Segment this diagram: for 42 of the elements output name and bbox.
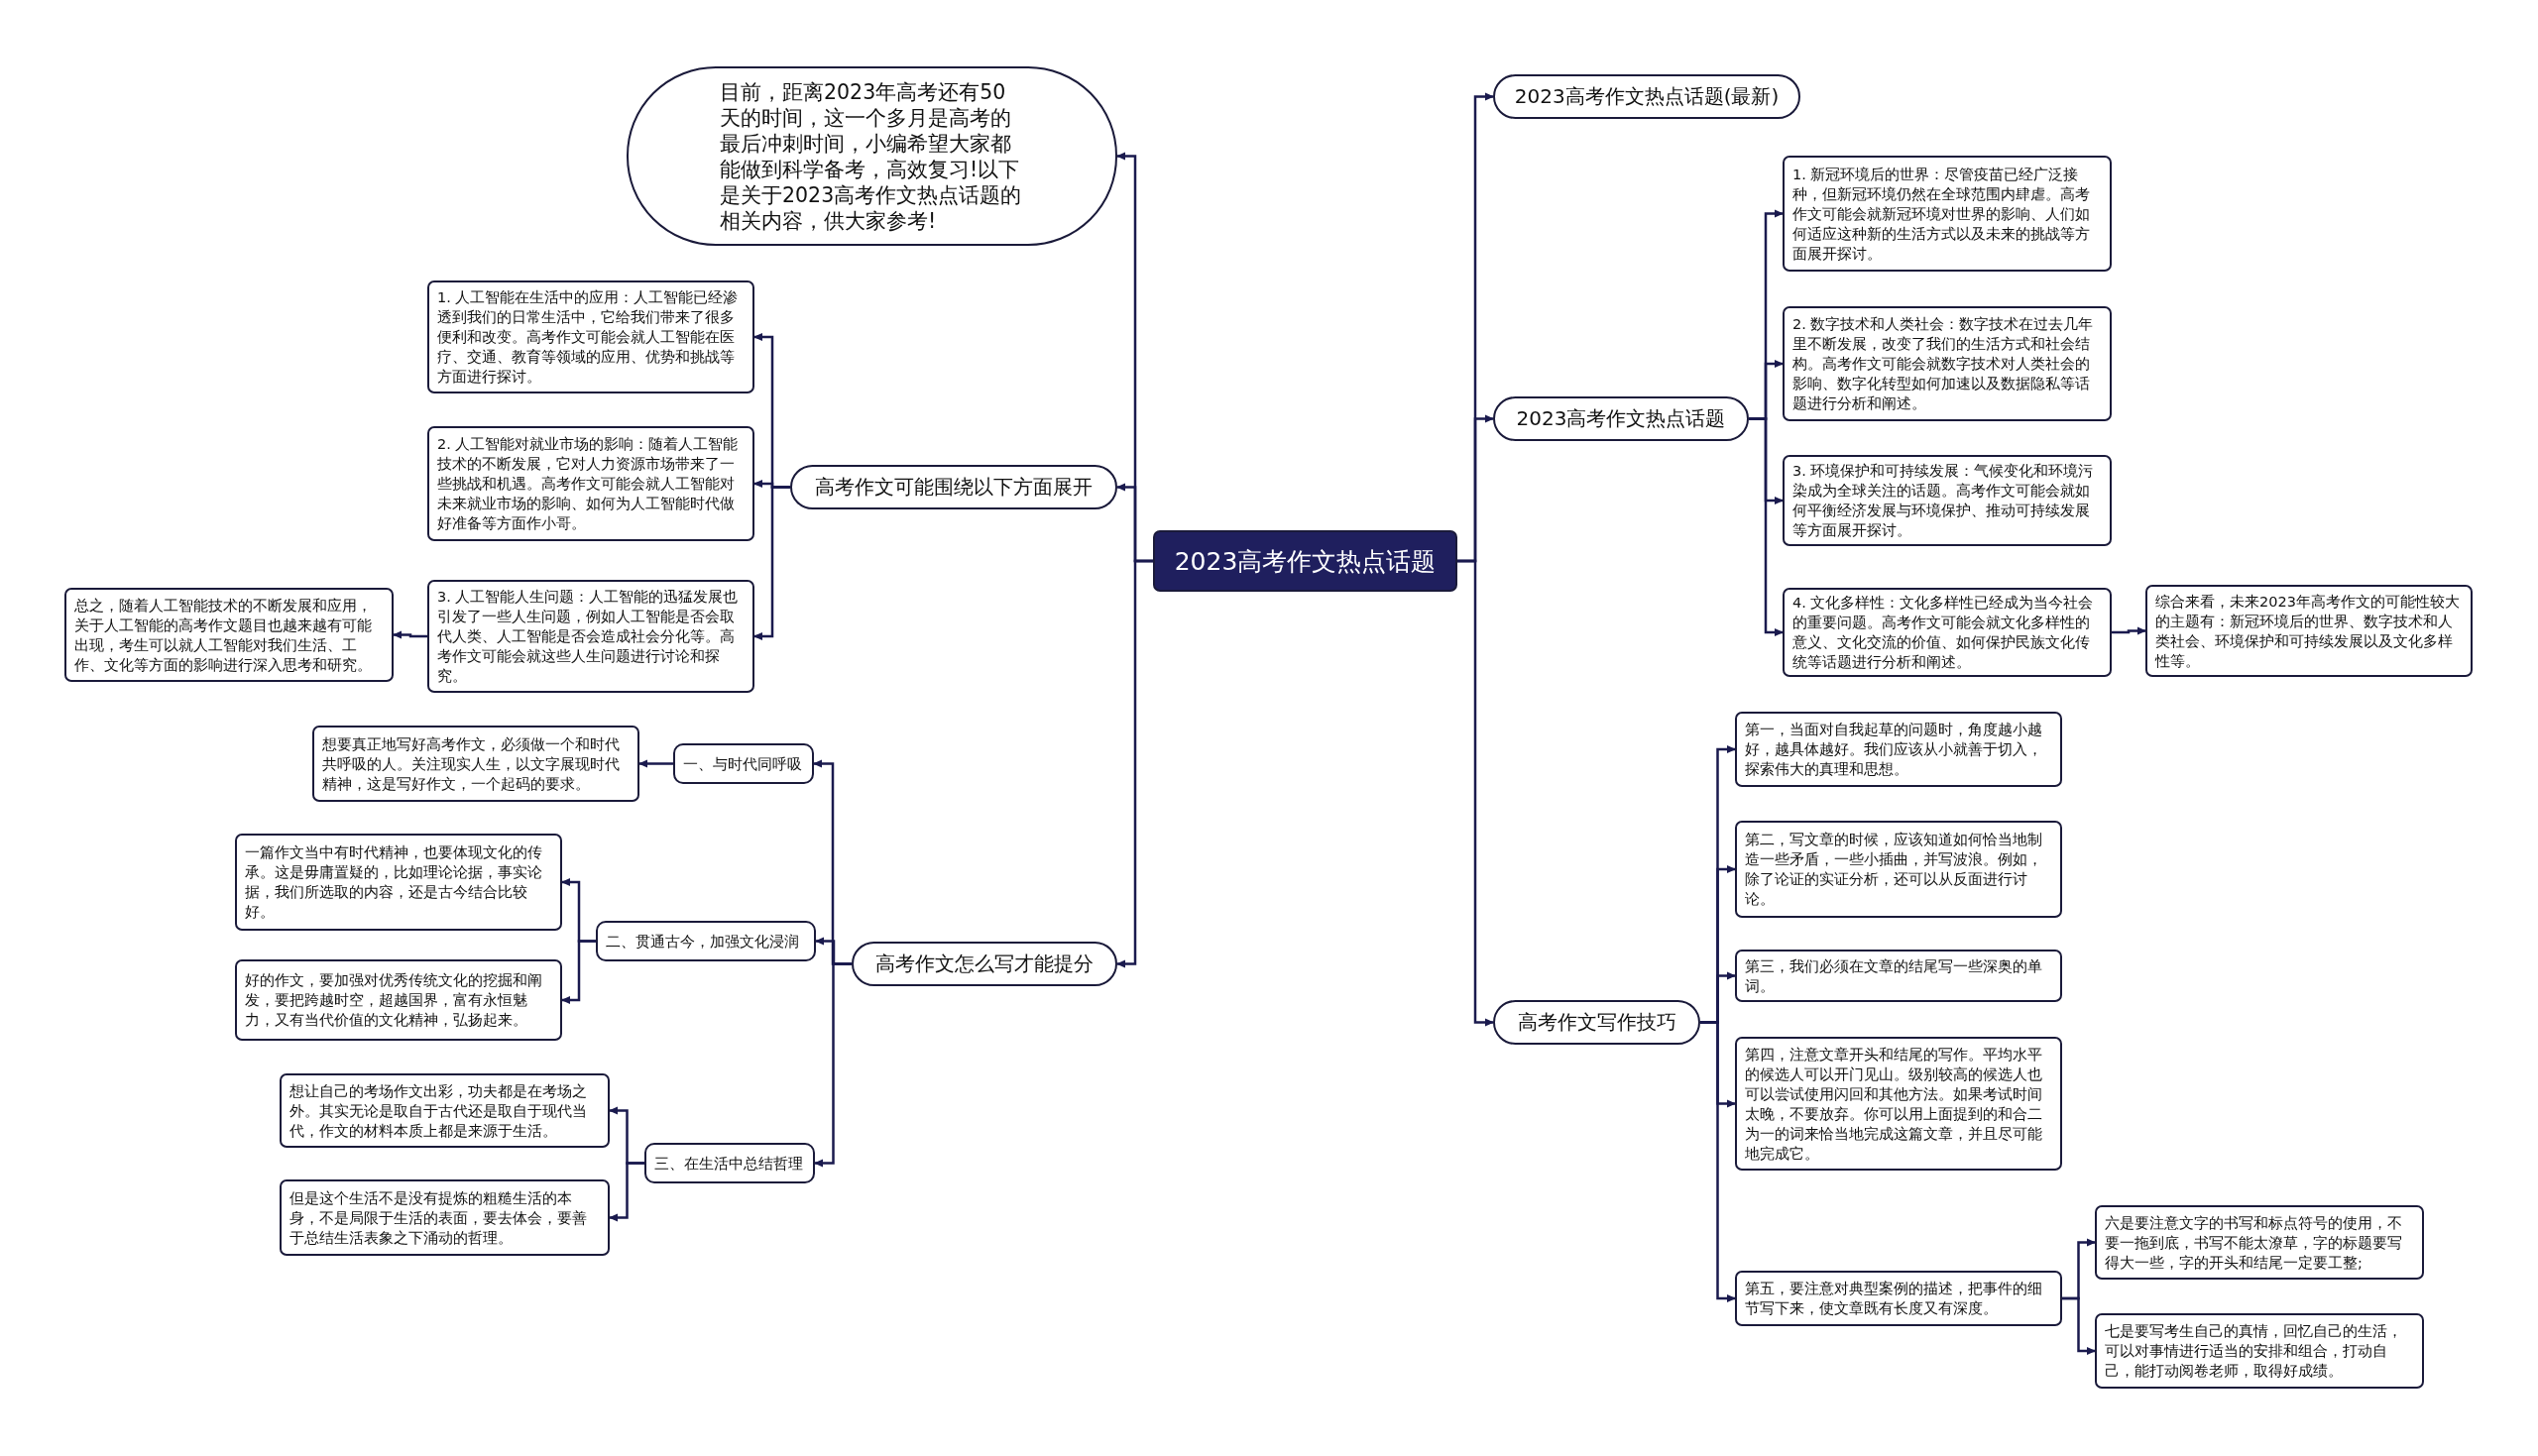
- text-box: 3. 人工智能人生问题：人工智能的迅猛发展也引发了一些人生问题，例如人工智能是否会取代人类、人工智能是否会造成社会分化等。高考作文可能会就这些人生问题进行讨论和探究。: [427, 580, 754, 693]
- text-box: 好的作文，要加强对优秀传统文化的挖掘和阐发，要把跨越时空，超越国界，富有永恒魅力，又有当代价值的文化精神，弘扬起来。: [235, 959, 562, 1041]
- branch-topic: 2023高考作文热点话题(最新): [1493, 74, 1800, 119]
- text-box: 综合来看，未来2023年高考作文的可能性较大的主题有：新冠环境后的世界、数字技术和人类社会、环境保护和可持续发展以及文化多样性等。: [2145, 585, 2473, 677]
- connector-arrow: [638, 759, 673, 768]
- subtopic-box: 三、在生活中总结哲理: [644, 1143, 815, 1183]
- branch-topic: 高考作文写作技巧: [1493, 1000, 1700, 1045]
- intro-bubble: 目前，距离2023年高考还有50天的时间，这一个多月是高考的最后冲刺时间，小编希望大家都能做到科学备考，高效复习!以下是关于2023高考作文热点话题的相关内容，供大家参考!: [627, 66, 1117, 246]
- connector-arrow: [1457, 559, 1494, 1027]
- text-box: 但是这个生活不是没有提炼的粗糙生活的本身，不是局限于生活的表面，要去体会，要善于总结生活表象之下涌动的哲理。: [280, 1179, 610, 1256]
- text-box: 4. 文化多样性：文化多样性已经成为当今社会的重要问题。高考作文可能会就文化多样性的意义、文化交流的价值、如何保护民族文化传统等话题进行分析和阐述。: [1783, 588, 2112, 677]
- text-box: 七是要写考生自己的真情，回忆自己的生活，可以对事情进行适当的安排和组合，打动自己，能打动阅卷老师，取得好成绩。: [2095, 1313, 2424, 1389]
- connector-arrow: [814, 962, 852, 1168]
- branch-topic: 2023高考作文热点话题: [1493, 396, 1749, 441]
- text-box: 3. 环境保护和可持续发展：气候变化和环境污染成为全球关注的话题。高考作文可能会就如何平衡经济发展与环境保护、推动可持续发展等方面展开探讨。: [1783, 455, 2112, 546]
- text-box: 第三，我们必须在文章的结尾写一些深奥的单词。: [1735, 950, 2062, 1002]
- text-box: 想让自己的考场作文出彩，功夫都是在考场之外。其实无论是取自于古代还是取自于现代当代，作文的材料本质上都是来源于生活。: [280, 1073, 610, 1148]
- text-box: 第四，注意文章开头和结尾的写作。平均水平的候选人可以开门见山。级别较高的候选人也可以尝试使用闪回和其他方法。如果考试时间太晚，不要放弃。你可以用上面提到的和合二为一的词来恰当地完成这篇文章，并且尽可能地完成它。: [1735, 1037, 2062, 1171]
- branch-topic: 高考作文怎么写才能提分: [852, 942, 1117, 986]
- text-box: 2. 人工智能对就业市场的影响：随着人工智能技术的不断发展，它对人力资源市场带来了一些挑战和机遇。高考作文可能会就人工智能对未来就业市场的影响、如何为人工智能时代做好准备等方面作小哥。: [427, 426, 754, 541]
- connector-arrow: [2062, 1296, 2096, 1355]
- connector-arrow: [561, 940, 596, 1004]
- branch-topic: 高考作文可能围绕以下方面展开: [790, 465, 1117, 509]
- text-box: 想要真正地写好高考作文，必须做一个和时代共呼吸的人。关注现实人生，以文字展现时代精神，这是写好作文，一个起码的要求。: [312, 726, 639, 802]
- connector-arrow: [1700, 1021, 1736, 1302]
- text-box: 第一，当面对自我起草的问题时，角度越小越好，越具体越好。我们应该从小就善于切入，探索伟大的真理和思想。: [1735, 712, 2062, 787]
- connector-arrow: [2112, 626, 2146, 635]
- central-topic: 2023高考作文热点话题: [1153, 530, 1457, 592]
- connector-arrow: [609, 1162, 644, 1222]
- text-box: 总之，随着人工智能技术的不断发展和应用，关于人工智能的高考作文题目也越来越有可能出现，考生可以就人工智能对我们生活、工作、文化等方面的影响进行深入思考和研究。: [64, 588, 394, 682]
- text-box: 2. 数字技术和人类社会：数字技术在过去几年里不断发展，改变了我们的生活方式和社会结构。高考作文可能会就数字技术对人类社会的影响、数字化转型如何加速以及数据隐私等话题进行分析和阐述。: [1783, 306, 2112, 421]
- connector-arrow: [393, 630, 427, 639]
- text-box: 六是要注意文字的书写和标点符号的使用，不要一拖到底，书写不能太潦草，字的标题要写得大一些，字的开头和结尾一定要工整;: [2095, 1205, 2424, 1280]
- connector-arrow: [753, 486, 790, 640]
- text-box: 1. 新冠环境后的世界：尽管疫苗已经广泛接种，但新冠环境仍然在全球范围内肆虐。高考作文可能会就新冠环境对世界的影响、人们如何适应这种新的生活方式以及未来的挑战等方面展开探讨。: [1783, 156, 2112, 272]
- text-box: 第五，要注意对典型案例的描述，把事件的细节写下来，使文章既有长度又有深度。: [1735, 1271, 2062, 1326]
- text-box: 1. 人工智能在生活中的应用：人工智能已经渗透到我们的日常生活中，它给我们带来了很多便利和改变。高考作文可能会就人工智能在医疗、交通、教育等领域的应用、优势和挑战等方面进行探讨。: [427, 280, 754, 393]
- text-box: 第二，写文章的时候，应该知道如何恰当地制造一些矛盾，一些小插曲，并写波浪。例如，除了论证的实证分析，还可以从反面进行讨论。: [1735, 821, 2062, 918]
- subtopic-box: 二、贯通古今，加强文化浸润: [596, 921, 816, 961]
- subtopic-box: 一、与时代同呼吸: [673, 743, 814, 784]
- connector-arrow: [1116, 559, 1153, 968]
- text-box: 一篇作文当中有时代精神，也要体现文化的传承。这是毋庸置疑的，比如理论论据，事实论据，我们所选取的内容，还是古今结合比较好。: [235, 834, 562, 931]
